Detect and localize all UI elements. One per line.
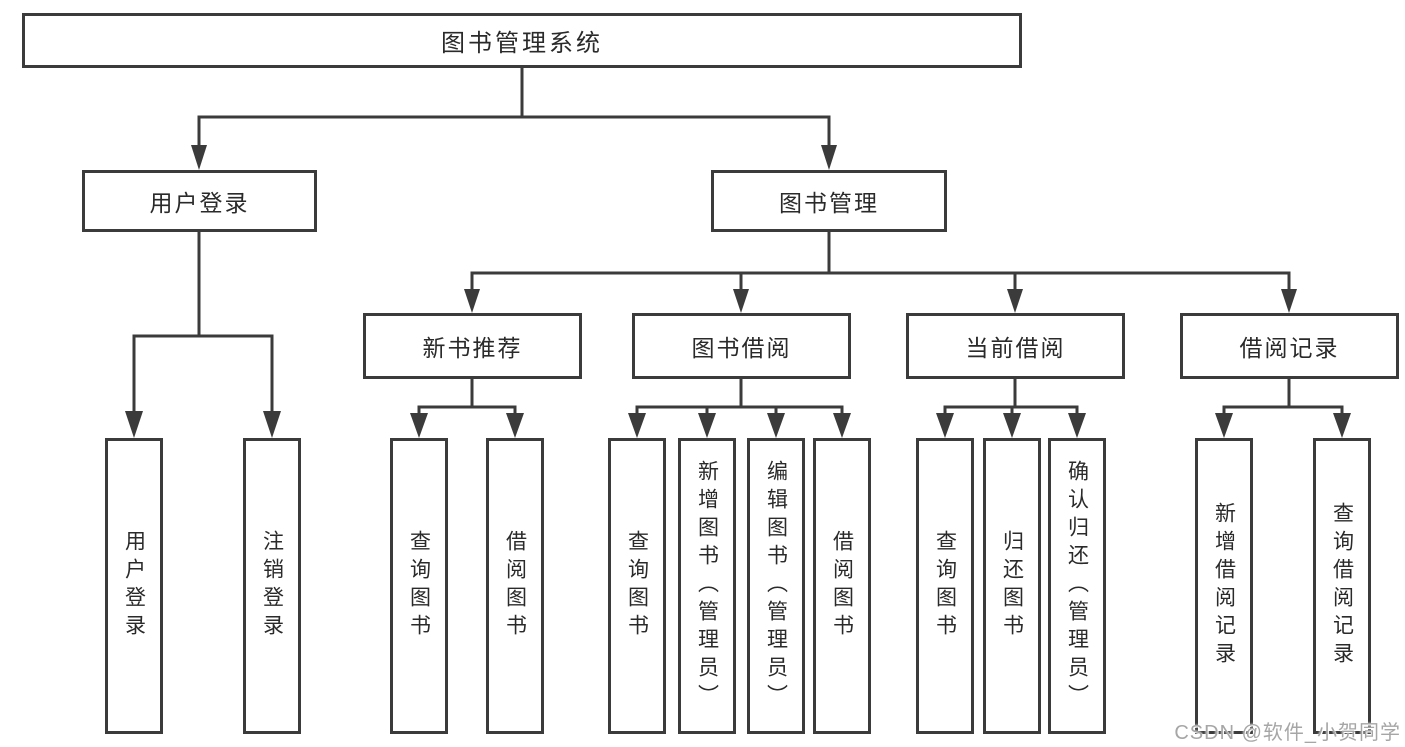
- leaf-confirm-return-admin: 确认归还（管理员）: [1048, 438, 1106, 734]
- leaf-query-books-current-label: 查询图书: [933, 530, 957, 642]
- leaf-return-books: 归还图书: [983, 438, 1041, 734]
- leaf-borrow-books-label: 借阅图书: [830, 530, 854, 642]
- leaf-query-books-recommend-label: 查询图书: [407, 530, 431, 642]
- leaf-add-books-admin-label: 新增图书（管理员）: [695, 460, 719, 712]
- leaf-confirm-return-admin-label: 确认归还（管理员）: [1065, 460, 1089, 712]
- leaf-query-books-borrowing: 查询图书: [608, 438, 666, 734]
- leaf-edit-books-admin: 编辑图书（管理员）: [747, 438, 805, 734]
- node-book-borrowing: 图书借阅: [632, 313, 851, 379]
- leaf-add-books-admin: 新增图书（管理员）: [678, 438, 736, 734]
- leaf-borrow-books: 借阅图书: [813, 438, 871, 734]
- leaf-borrow-books-recommend-label: 借阅图书: [503, 530, 527, 642]
- node-library-management-system: 图书管理系统: [22, 13, 1022, 68]
- leaf-edit-books-admin-label: 编辑图书（管理员）: [764, 460, 788, 712]
- leaf-logout-login: 注销登录: [243, 438, 301, 734]
- leaf-query-books-current: 查询图书: [916, 438, 974, 734]
- leaf-user-login-label: 用户登录: [122, 530, 146, 642]
- node-current-borrowing: 当前借阅: [906, 313, 1125, 379]
- csdn-watermark: CSDN @软件_小贺同学: [1174, 722, 1401, 744]
- leaf-borrow-books-recommend: 借阅图书: [486, 438, 544, 734]
- node-borrowing-records: 借阅记录: [1180, 313, 1399, 379]
- leaf-query-books-borrowing-label: 查询图书: [625, 530, 649, 642]
- leaf-user-login: 用户登录: [105, 438, 163, 734]
- node-new-book-recommendation: 新书推荐: [363, 313, 582, 379]
- leaf-add-borrow-record-label: 新增借阅记录: [1212, 502, 1236, 670]
- leaf-query-books-recommend: 查询图书: [390, 438, 448, 734]
- leaf-query-borrow-record: 查询借阅记录: [1313, 438, 1371, 734]
- leaf-query-borrow-record-label: 查询借阅记录: [1330, 502, 1354, 670]
- leaf-return-books-label: 归还图书: [1000, 530, 1024, 642]
- leaf-logout-login-label: 注销登录: [260, 530, 284, 642]
- leaf-add-borrow-record: 新增借阅记录: [1195, 438, 1253, 734]
- node-user-login: 用户登录: [82, 170, 317, 232]
- node-book-management: 图书管理: [711, 170, 947, 232]
